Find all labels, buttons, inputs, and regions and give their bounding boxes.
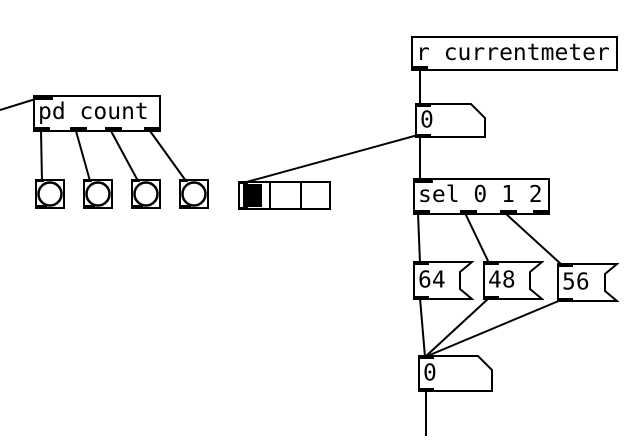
- outlet[interactable]: [500, 210, 517, 215]
- message-box[interactable]: 48: [483, 261, 544, 301]
- outlet[interactable]: [83, 205, 95, 209]
- bang-circle-icon: [85, 181, 111, 207]
- message-box-label: 56: [562, 269, 590, 296]
- inlet[interactable]: [131, 179, 140, 182]
- inlet[interactable]: [33, 95, 53, 100]
- outlet[interactable]: [131, 205, 143, 209]
- number-box-value: 0: [420, 107, 434, 133]
- bang-button[interactable]: [35, 179, 65, 209]
- inlet[interactable]: [35, 179, 44, 182]
- select-object-label: sel 0 1 2: [418, 182, 543, 208]
- patch-cord[interactable]: [464, 212, 490, 264]
- outlet[interactable]: [144, 127, 161, 132]
- subpatch-object-label: pd count: [38, 99, 149, 125]
- patch-cord[interactable]: [424, 297, 490, 358]
- bang-circle-icon: [37, 181, 63, 207]
- inlet[interactable]: [179, 179, 188, 182]
- message-box-shape: [413, 261, 474, 300]
- number-box-value: 0: [423, 360, 437, 386]
- outlet[interactable]: [105, 127, 122, 132]
- outlet[interactable]: [33, 127, 50, 132]
- patch-cord[interactable]: [504, 212, 563, 266]
- inlet[interactable]: [418, 355, 434, 359]
- inlet[interactable]: [413, 261, 429, 265]
- outlet[interactable]: [35, 205, 47, 209]
- inlet[interactable]: [83, 179, 92, 182]
- number-box-shape: [415, 103, 486, 138]
- bang-circle-icon: [133, 181, 159, 207]
- bang-button[interactable]: [179, 179, 209, 209]
- outlet[interactable]: [418, 388, 434, 392]
- message-box[interactable]: 64: [413, 261, 474, 301]
- message-box-label: 48: [488, 267, 516, 294]
- bang-circle-icon: [181, 181, 207, 207]
- outlet[interactable]: [483, 296, 499, 300]
- outlet[interactable]: [238, 207, 248, 210]
- bang-button[interactable]: [131, 179, 161, 209]
- message-box-label: 64: [418, 267, 446, 294]
- outlet[interactable]: [413, 210, 430, 215]
- patch-cord[interactable]: [75, 130, 91, 182]
- outlet[interactable]: [179, 205, 191, 209]
- outlet[interactable]: [460, 210, 477, 215]
- number-box-top[interactable]: 0: [415, 103, 486, 138]
- outlet[interactable]: [411, 66, 428, 71]
- inlet[interactable]: [413, 178, 433, 183]
- receive-object-label: r currentmeter: [416, 40, 610, 66]
- radio-selected-cell[interactable]: [243, 184, 262, 207]
- outlet[interactable]: [415, 134, 431, 138]
- inlet[interactable]: [483, 261, 499, 265]
- subpatch-object-box[interactable]: pd count: [33, 95, 161, 132]
- radio-cell-divider: [300, 183, 302, 208]
- number-box-bottom[interactable]: 0: [418, 355, 493, 392]
- patch-cord[interactable]: [40, 130, 43, 182]
- bang-button[interactable]: [83, 179, 113, 209]
- outlet[interactable]: [557, 298, 573, 302]
- radio-cell-divider: [269, 183, 271, 208]
- outlet[interactable]: [533, 210, 550, 215]
- radio-widget[interactable]: [238, 181, 331, 210]
- patch-cord[interactable]: [110, 130, 139, 182]
- message-box[interactable]: 56: [557, 263, 619, 303]
- outlet[interactable]: [70, 127, 87, 132]
- patch-cord[interactable]: [424, 299, 562, 358]
- inlet[interactable]: [557, 263, 573, 267]
- select-object-box[interactable]: sel 0 1 2: [413, 178, 550, 215]
- patch-cord[interactable]: [149, 130, 187, 182]
- number-box-shape: [418, 355, 493, 392]
- receive-object-box[interactable]: r currentmeter: [411, 36, 618, 71]
- patch-cord[interactable]: [242, 134, 419, 184]
- inlet[interactable]: [238, 181, 248, 184]
- patch-cord[interactable]: [419, 297, 426, 358]
- patch-cord[interactable]: [417, 212, 421, 264]
- message-box-shape: [483, 261, 544, 300]
- inlet[interactable]: [415, 103, 431, 107]
- outlet[interactable]: [413, 296, 429, 300]
- message-box-shape: [557, 263, 619, 302]
